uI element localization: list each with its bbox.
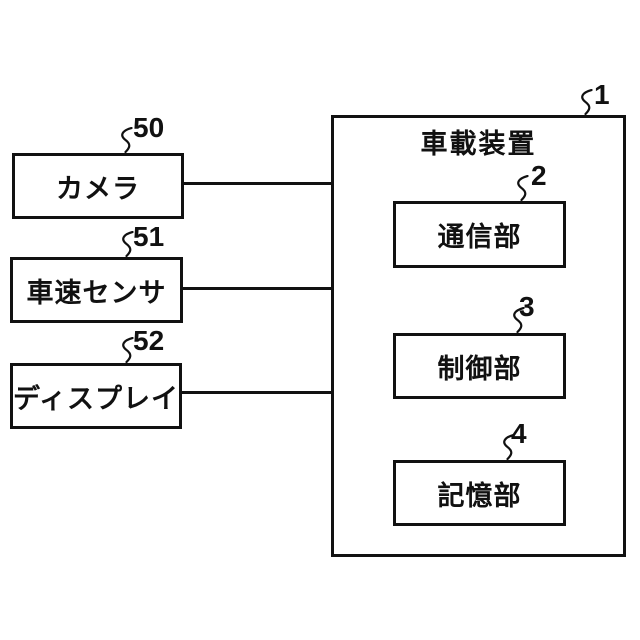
connector-display-device	[182, 391, 331, 394]
ref-label-device: 1	[594, 79, 610, 110]
box-speed-sensor: 車速センサ	[10, 257, 183, 323]
device-title: 車載装置	[420, 129, 537, 159]
ref-label-camera: 50	[133, 112, 165, 143]
leader-line-camera	[121, 127, 133, 153]
box-control-unit: 制御部	[393, 333, 566, 399]
leader-line-device	[581, 89, 593, 115]
ref-label-speed-sensor: 51	[133, 221, 165, 252]
leader-line-control-unit	[513, 307, 525, 333]
display-label: ディスプレイ	[12, 383, 180, 414]
connector-camera-device	[183, 182, 331, 185]
ref-label-storage-unit: 4	[511, 418, 527, 449]
leader-line-comm-unit	[517, 175, 529, 201]
leader-line-display	[122, 337, 134, 363]
box-display: ディスプレイ	[10, 363, 182, 429]
camera-label: カメラ	[56, 173, 140, 204]
leader-line-storage-unit	[503, 434, 515, 460]
comm-unit-label: 通信部	[437, 222, 522, 252]
ref-label-display: 52	[133, 325, 165, 356]
control-unit-label: 制御部	[437, 353, 522, 384]
connector-speed-sensor-device	[183, 287, 331, 290]
box-camera: カメラ	[12, 153, 184, 219]
leader-line-speed-sensor	[122, 231, 134, 257]
ref-label-comm-unit: 2	[531, 160, 547, 191]
ref-label-control-unit: 3	[519, 291, 535, 322]
speed-sensor-label: 車速センサ	[26, 277, 167, 308]
box-comm-unit: 通信部	[393, 201, 566, 268]
storage-unit-label: 記憶部	[437, 480, 522, 511]
box-storage-unit: 記憶部	[393, 460, 566, 526]
